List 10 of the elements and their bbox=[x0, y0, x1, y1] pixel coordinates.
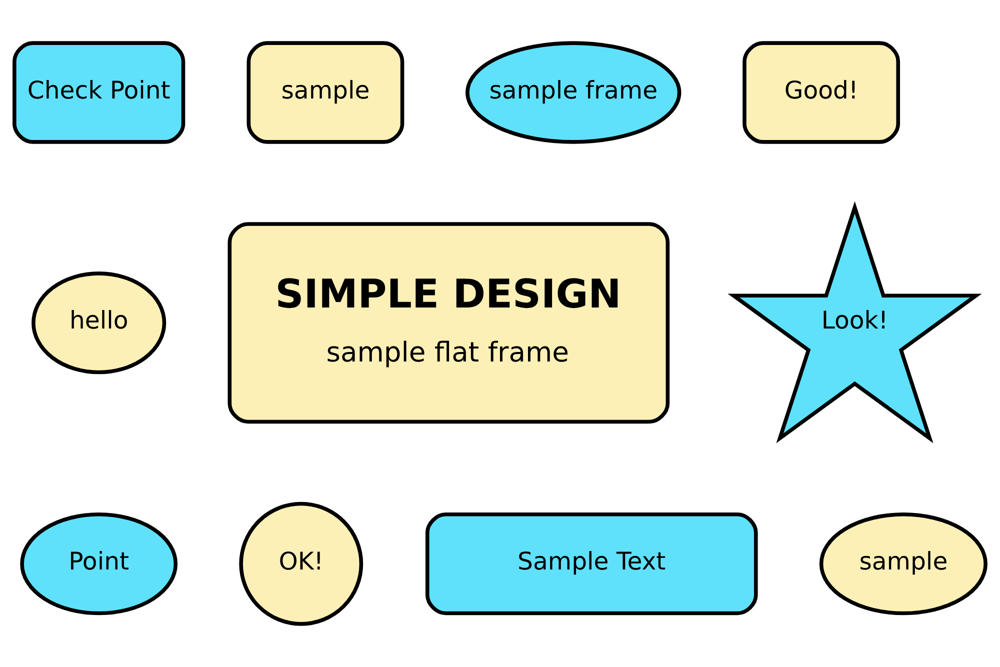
node-ellipse: sample bbox=[819, 512, 988, 616]
node-ellipse: hello bbox=[32, 272, 166, 374]
node-box: SIMPLE DESIGN sample flat frame bbox=[228, 222, 670, 424]
node-ellipse: sample frame bbox=[466, 41, 682, 144]
node-box: Check Point bbox=[12, 41, 186, 144]
node-box: Good! bbox=[742, 41, 900, 144]
node-circle: OK! bbox=[239, 502, 364, 626]
node-box: sample bbox=[246, 41, 404, 144]
node-ellipse: Point bbox=[20, 512, 178, 616]
node-box: Sample Text bbox=[425, 512, 758, 616]
